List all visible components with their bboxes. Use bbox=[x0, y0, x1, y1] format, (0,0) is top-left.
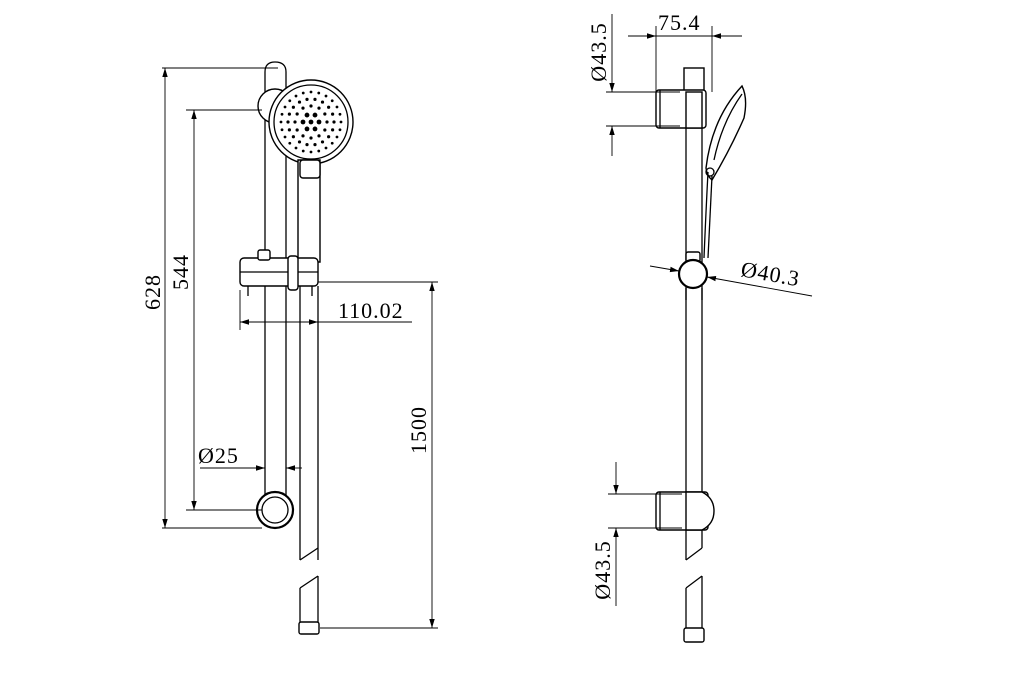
nozzle bbox=[291, 135, 295, 139]
nozzle bbox=[305, 97, 309, 101]
nozzle bbox=[304, 126, 310, 132]
nozzle bbox=[294, 146, 298, 150]
nozzle bbox=[287, 112, 291, 116]
nozzle bbox=[313, 97, 317, 101]
nozzle bbox=[291, 105, 295, 109]
nozzle bbox=[301, 91, 305, 95]
dim-diameter-25-label: Ø25 bbox=[198, 443, 239, 468]
nozzle bbox=[338, 112, 342, 116]
bottom-wall-bracket bbox=[255, 490, 295, 530]
dim-110-02-label: 110.02 bbox=[338, 298, 404, 323]
shower-hose bbox=[298, 286, 320, 635]
nozzle bbox=[325, 120, 329, 124]
nozzle bbox=[320, 140, 325, 144]
nozzle bbox=[330, 141, 334, 145]
nozzle bbox=[286, 120, 290, 124]
nozzle bbox=[295, 112, 299, 116]
dim-diameter-40-3: Ø40.3 bbox=[649, 256, 813, 297]
dim-diameter-40-3-label: Ø40.3 bbox=[739, 256, 802, 291]
nozzle bbox=[317, 149, 321, 153]
nozzle bbox=[295, 128, 299, 132]
dim-diameter-43-5-top: Ø43.5 bbox=[586, 14, 680, 156]
nozzle bbox=[301, 149, 305, 153]
dim-diameter-43-5-top-label: Ø43.5 bbox=[586, 22, 611, 81]
front-view: 628 544 110.02 Ø25 1500 bbox=[140, 61, 438, 635]
dim-1500: 1500 bbox=[318, 281, 438, 629]
nozzle bbox=[313, 143, 317, 147]
side-holder bbox=[677, 251, 709, 300]
nozzle bbox=[304, 112, 310, 118]
hand-shower-head bbox=[268, 79, 354, 263]
nozzle bbox=[280, 112, 284, 116]
nozzle bbox=[331, 112, 335, 116]
nozzle bbox=[335, 105, 339, 109]
nozzle bbox=[309, 90, 313, 94]
nozzle bbox=[316, 119, 322, 125]
nozzle bbox=[297, 100, 302, 104]
side-view: 75.4 Ø43.5 Ø40.3 Ø43.5 bbox=[586, 10, 813, 643]
nozzle bbox=[324, 146, 328, 150]
nozzle bbox=[332, 120, 336, 124]
nozzle bbox=[317, 106, 321, 110]
dim-75-4: 75.4 bbox=[628, 10, 742, 92]
side-top-bracket bbox=[655, 89, 707, 129]
side-bottom-bracket bbox=[655, 491, 715, 531]
nozzle bbox=[317, 91, 321, 95]
dim-544: 544 bbox=[168, 109, 262, 511]
nozzle bbox=[280, 128, 284, 132]
dim-diameter-43-5-bottom-label: Ø43.5 bbox=[590, 540, 615, 599]
nozzle bbox=[338, 128, 342, 132]
nozzle bbox=[330, 99, 334, 103]
nozzle bbox=[297, 140, 302, 144]
nozzle bbox=[294, 94, 298, 98]
nozzle bbox=[317, 134, 321, 138]
dim-628-label: 628 bbox=[140, 274, 165, 310]
dim-1500-label: 1500 bbox=[406, 406, 431, 454]
nozzle bbox=[301, 106, 305, 110]
nozzle bbox=[305, 143, 309, 147]
dim-75-4-label: 75.4 bbox=[658, 10, 701, 35]
dim-110-02: 110.02 bbox=[239, 290, 412, 330]
nozzle bbox=[308, 119, 314, 125]
nozzle bbox=[331, 128, 335, 132]
nozzle bbox=[327, 135, 331, 139]
nozzle-pattern bbox=[279, 90, 343, 154]
nozzle bbox=[288, 141, 292, 145]
nozzle bbox=[300, 119, 306, 125]
nozzle bbox=[309, 150, 313, 154]
nozzle bbox=[283, 135, 287, 139]
nozzle bbox=[293, 120, 297, 124]
dim-diameter-25: Ø25 bbox=[198, 443, 302, 471]
nozzle bbox=[288, 99, 292, 103]
nozzle bbox=[320, 100, 325, 104]
nozzle bbox=[309, 104, 313, 108]
nozzle bbox=[283, 105, 287, 109]
dim-544-label: 544 bbox=[168, 254, 193, 290]
slider-holder bbox=[239, 249, 319, 296]
nozzle bbox=[324, 94, 328, 98]
nozzle bbox=[312, 126, 318, 132]
side-shower-head bbox=[703, 84, 747, 259]
dim-628: 628 bbox=[140, 67, 278, 529]
nozzle bbox=[335, 135, 339, 139]
nozzle bbox=[323, 112, 327, 116]
nozzle bbox=[312, 112, 318, 118]
nozzle bbox=[309, 136, 313, 140]
side-slide-bar bbox=[683, 67, 705, 643]
nozzle bbox=[323, 128, 327, 132]
nozzle bbox=[339, 120, 343, 124]
nozzle bbox=[301, 134, 305, 138]
dim-diameter-43-5-bottom: Ø43.5 bbox=[590, 462, 682, 606]
nozzle bbox=[279, 120, 283, 124]
nozzle bbox=[287, 128, 291, 132]
nozzle bbox=[327, 105, 331, 109]
